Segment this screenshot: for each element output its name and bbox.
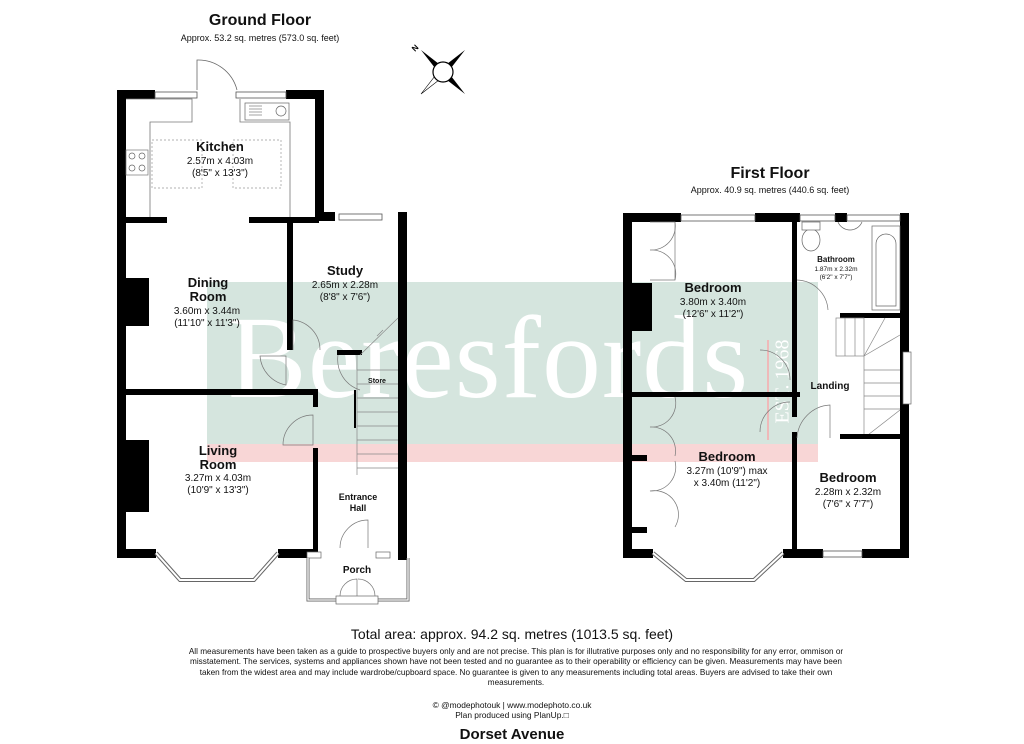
svg-text:2.57m x 4.03m: 2.57m x 4.03m <box>187 156 253 167</box>
svg-text:Bedroom: Bedroom <box>819 470 876 485</box>
svg-text:Entrance: Entrance <box>339 492 378 502</box>
watermark-panel <box>207 282 818 444</box>
room-kitchen: Kitchen <box>196 139 244 154</box>
svg-text:(6'2" x 7'7"): (6'2" x 7'7") <box>820 274 853 281</box>
svg-text:2.65m x 2.28m: 2.65m x 2.28m <box>312 280 378 291</box>
svg-text:(12'6" x 11'2"): (12'6" x 11'2") <box>683 309 744 320</box>
svg-text:Bedroom: Bedroom <box>684 280 741 295</box>
svg-text:Landing: Landing <box>811 381 850 392</box>
ground-floor-plan: Kitchen 2.57m x 4.03m (8'5" x 13'3") Din… <box>117 59 410 605</box>
svg-text:(8'5" x 13'3"): (8'5" x 13'3") <box>192 168 248 179</box>
watermark-divider <box>767 340 769 440</box>
svg-text:Porch: Porch <box>343 565 371 576</box>
total-area: Total area: approx. 94.2 sq. metres (101… <box>350 626 674 642</box>
watermark-band <box>207 444 818 462</box>
svg-text:(10'9" x 13'3"): (10'9" x 13'3") <box>187 485 249 496</box>
svg-text:x 3.40m (11'2"): x 3.40m (11'2") <box>694 478 760 489</box>
svg-text:3.27m (10'9") max: 3.27m (10'9") max <box>686 466 767 477</box>
svg-text:(11'10" x 11'3"): (11'10" x 11'3") <box>174 318 240 329</box>
credit-line-1: © @modephotouk | www.modephoto.co.uk <box>432 700 592 710</box>
first-floor-title: First Floor <box>730 165 810 182</box>
svg-text:Study: Study <box>327 263 364 278</box>
ground-floor-title: Ground Floor <box>208 12 312 29</box>
svg-text:3.27m x 4.03m: 3.27m x 4.03m <box>185 473 251 484</box>
svg-text:Living: Living <box>199 443 237 458</box>
disclaimer: All measurements have been taken as a gu… <box>188 647 844 687</box>
svg-text:Store: Store <box>368 378 386 385</box>
svg-text:Bathroom: Bathroom <box>817 255 855 264</box>
svg-text:1.87m x 2.32m: 1.87m x 2.32m <box>815 266 858 273</box>
svg-text:(8'8" x 7'6"): (8'8" x 7'6") <box>320 292 370 303</box>
svg-text:Hall: Hall <box>350 503 367 513</box>
svg-text:Room: Room <box>190 289 227 304</box>
credit-line-2: Plan produced using PlanUp.□ <box>455 710 569 720</box>
first-floor-area: Approx. 40.9 sq. metres (440.6 sq. feet) <box>690 185 850 195</box>
svg-text:2.28m x 2.32m: 2.28m x 2.32m <box>815 487 881 498</box>
ground-floor-area: Approx. 53.2 sq. metres (573.0 sq. feet) <box>180 33 340 43</box>
svg-text:N: N <box>410 43 421 54</box>
svg-text:(7'6" x 7'7"): (7'6" x 7'7") <box>823 499 873 510</box>
svg-text:3.80m x 3.40m: 3.80m x 3.40m <box>680 297 746 308</box>
floorplan-drawing: Kitchen 2.57m x 4.03m (8'5" x 13'3") Din… <box>117 43 912 605</box>
svg-text:3.60m x 3.44m: 3.60m x 3.44m <box>174 306 240 317</box>
compass-icon: N <box>410 43 465 95</box>
svg-text:Bedroom: Bedroom <box>698 449 755 464</box>
first-floor-plan: Bedroom 3.80m x 3.40m (12'6" x 11'2") Ba… <box>623 213 912 582</box>
svg-text:Dining: Dining <box>188 275 228 290</box>
svg-text:Room: Room <box>200 457 237 472</box>
property-address: Dorset Avenue <box>459 726 565 743</box>
